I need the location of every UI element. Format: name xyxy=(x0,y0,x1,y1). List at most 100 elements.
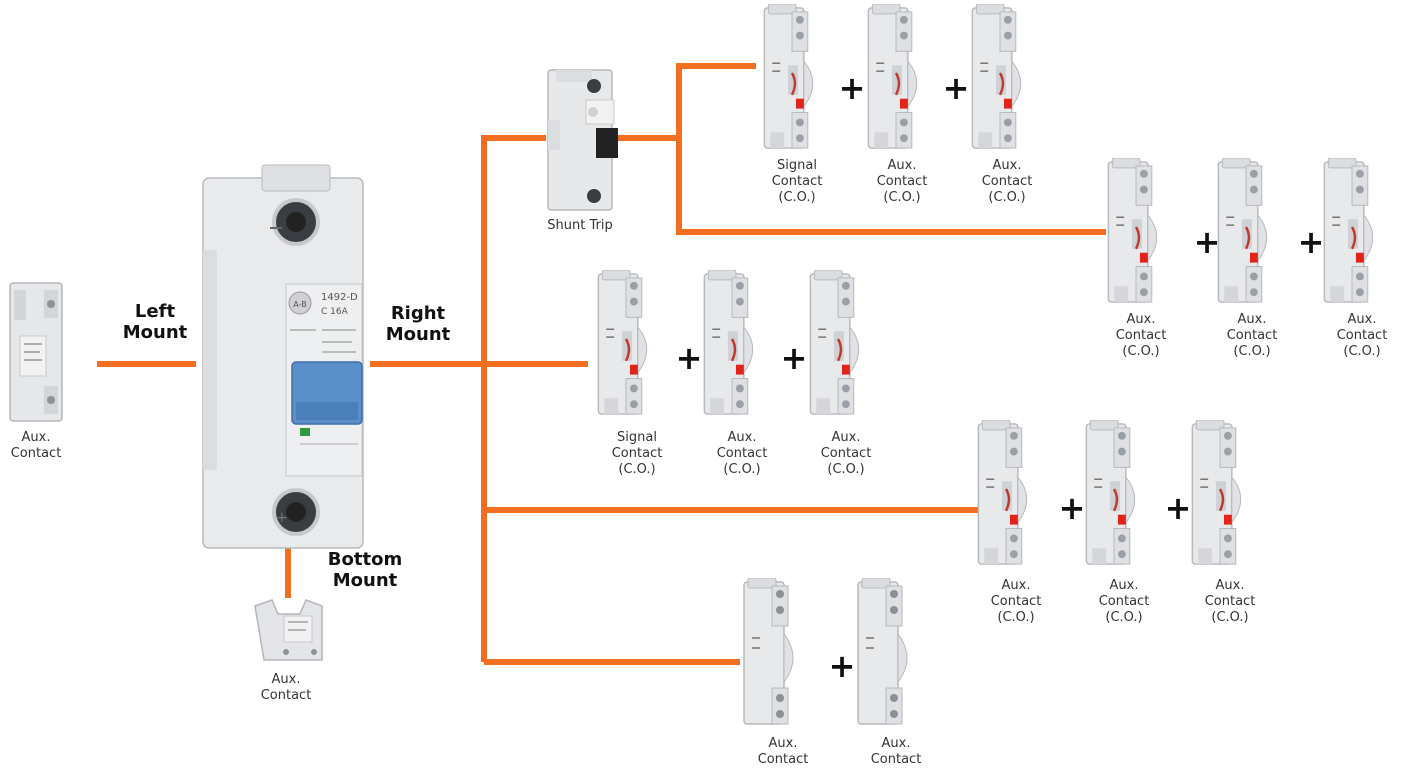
left-aux-contact-label: Aux. Contact xyxy=(11,430,62,462)
aux-contact-module xyxy=(1324,158,1372,302)
label-line: Shunt Trip xyxy=(547,218,612,234)
row-bottom-label-1: Aux. Contact xyxy=(758,736,809,768)
plus-sign: + xyxy=(1165,492,1192,524)
row-shunt-top-label-3: Aux. Contact (C.O.) xyxy=(982,158,1033,206)
label-line: Aux. xyxy=(261,672,312,688)
row-middle-label-2: Aux. Contact (C.O.) xyxy=(717,430,768,478)
right-mount-label-line: Right xyxy=(386,303,451,324)
row-bottom-label-2: Aux. Contact xyxy=(871,736,922,768)
label-line: Aux. xyxy=(717,430,768,446)
label-line: Contact xyxy=(1116,328,1167,344)
label-line: (C.O.) xyxy=(612,462,663,478)
label-line: Aux. xyxy=(877,158,928,174)
aux-contact-module xyxy=(1192,420,1240,564)
label-line: Contact xyxy=(772,174,823,190)
label-line: Aux. xyxy=(11,430,62,446)
aux-contact-module xyxy=(1218,158,1266,302)
aux-contact-module xyxy=(858,578,907,724)
label-line: Contact xyxy=(11,446,62,462)
label-line: Contact xyxy=(717,446,768,462)
shunt-trip-label: Shunt Trip xyxy=(547,218,612,234)
breaker-rating: C 16A xyxy=(321,307,349,317)
plus-sign: + xyxy=(943,72,970,104)
left-mount-label-line: Mount xyxy=(123,322,188,343)
row-bottom-modules xyxy=(744,578,907,724)
label-line: (C.O.) xyxy=(1337,344,1388,360)
plus-sign: + xyxy=(676,342,703,374)
label-line: Aux. xyxy=(871,736,922,752)
label-line: Contact xyxy=(1099,594,1150,610)
row-lower-label-1: Aux. Contact (C.O.) xyxy=(991,578,1042,626)
label-line: Contact xyxy=(1227,328,1278,344)
aux-contact-module xyxy=(868,4,916,148)
label-line: Aux. xyxy=(821,430,872,446)
row-shunt-top-label-2: Aux. Contact (C.O.) xyxy=(877,158,928,206)
shunt-trip-toggle xyxy=(596,128,618,158)
bottom-mount-label-line: Mount xyxy=(328,570,402,591)
label-line: (C.O.) xyxy=(877,190,928,206)
label-line: Aux. xyxy=(991,578,1042,594)
row-lower-modules xyxy=(978,420,1240,564)
label-line: (C.O.) xyxy=(1205,610,1256,626)
label-line: Signal xyxy=(772,158,823,174)
aux-contact-module xyxy=(704,270,752,414)
label-line: (C.O.) xyxy=(772,190,823,206)
label-line: Aux. xyxy=(758,736,809,752)
row-shunt-top-modules xyxy=(764,4,1020,148)
plus-sign: + xyxy=(1059,492,1086,524)
plus-terminal-mark: + xyxy=(276,510,288,526)
bottom-aux-contact-label: Aux. Contact xyxy=(261,672,312,704)
label-line: Aux. xyxy=(1099,578,1150,594)
plus-sign: + xyxy=(839,72,866,104)
row-shunt-right-label-2: Aux. Contact (C.O.) xyxy=(1227,312,1278,360)
plus-sign: + xyxy=(1298,226,1325,258)
main-breaker-device: A-B 1492-D C 16A + xyxy=(203,165,363,548)
aux-contact-module xyxy=(810,270,858,414)
aux-contact-module xyxy=(972,4,1020,148)
label-line: (C.O.) xyxy=(991,610,1042,626)
breaker-model: 1492-D xyxy=(321,292,358,303)
bottom-mount-label-line: Bottom xyxy=(328,549,402,570)
label-line: Signal xyxy=(612,430,663,446)
row-middle-modules xyxy=(598,270,858,414)
row-lower-label-2: Aux. Contact (C.O.) xyxy=(1099,578,1150,626)
label-line: Aux. xyxy=(1116,312,1167,328)
label-line: Contact xyxy=(982,174,1033,190)
label-line: Aux. xyxy=(982,158,1033,174)
row-middle-label-3: Aux. Contact (C.O.) xyxy=(821,430,872,478)
label-line: Contact xyxy=(1337,328,1388,344)
label-line: Aux. xyxy=(1337,312,1388,328)
plus-sign: + xyxy=(781,342,808,374)
right-mount-label-line: Mount xyxy=(386,324,451,345)
label-line: (C.O.) xyxy=(1227,344,1278,360)
label-line: (C.O.) xyxy=(982,190,1033,206)
aux-contact-module xyxy=(1086,420,1134,564)
label-line: Contact xyxy=(871,752,922,768)
label-line: Contact xyxy=(877,174,928,190)
bottom-mount-label: Bottom Mount xyxy=(328,549,402,591)
row-shunt-right-label-1: Aux. Contact (C.O.) xyxy=(1116,312,1167,360)
aux-contact-module xyxy=(1108,158,1156,302)
label-line: (C.O.) xyxy=(821,462,872,478)
label-line: Contact xyxy=(1205,594,1256,610)
label-line: (C.O.) xyxy=(1099,610,1150,626)
right-mount-label: Right Mount xyxy=(386,303,451,345)
row-middle-label-1: Signal Contact (C.O.) xyxy=(612,430,663,478)
bottom-aux-contact-device xyxy=(255,600,322,660)
label-line: Aux. xyxy=(1205,578,1256,594)
label-line: Contact xyxy=(991,594,1042,610)
breaker-brand: A-B xyxy=(293,300,306,309)
label-line: Contact xyxy=(821,446,872,462)
label-line: Contact xyxy=(758,752,809,768)
left-mount-label: Left Mount xyxy=(123,301,188,343)
label-line: Contact xyxy=(612,446,663,462)
row-shunt-top-label-1: Signal Contact (C.O.) xyxy=(772,158,823,206)
row-shunt-right-modules xyxy=(1108,158,1372,302)
shunt-trip-device xyxy=(548,70,618,210)
left-aux-contact-device xyxy=(10,283,62,421)
left-mount-label-line: Left xyxy=(123,301,188,322)
signal-contact-module xyxy=(764,4,812,148)
aux-contact-module xyxy=(978,420,1026,564)
plus-sign: + xyxy=(829,650,856,682)
